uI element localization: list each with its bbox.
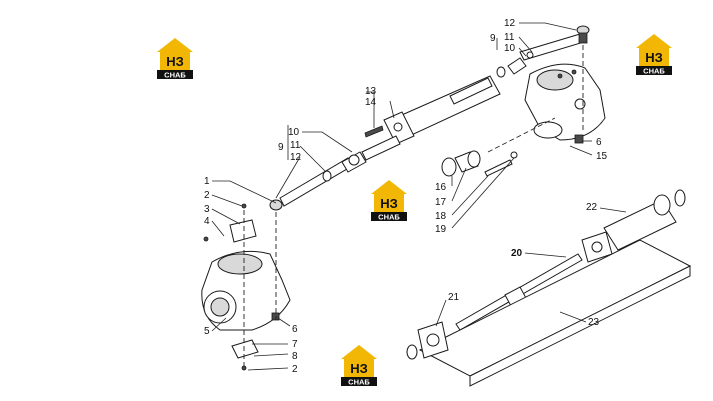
label-13: 13 (365, 86, 377, 97)
logo-center: НЗ СНАБ (371, 180, 407, 222)
leader-lines (211, 22, 627, 371)
logo-letters: НЗ (645, 50, 663, 65)
label-mid-9: 9 (278, 142, 284, 153)
label-mid-12: 12 (290, 152, 302, 163)
lower-assembly (406, 189, 692, 387)
label-left-6: 6 (292, 324, 298, 335)
label-mid-11: 11 (290, 140, 301, 151)
label-upper-9: 9 (490, 33, 496, 44)
label-right-6: 6 (596, 137, 602, 148)
steering-cylinder (361, 75, 501, 161)
label-upper-11: 11 (504, 32, 515, 43)
label-23: 23 (588, 317, 600, 328)
left-steering-knuckle (201, 203, 291, 371)
logo-caption: СНАБ (643, 67, 665, 76)
label-upper-10: 10 (504, 43, 516, 54)
label-3: 3 (204, 204, 210, 215)
label-2-top: 2 (204, 190, 210, 201)
upper-tie-rod (496, 25, 590, 78)
label-1: 1 (204, 176, 210, 187)
label-15: 15 (596, 151, 608, 162)
label-8: 8 (292, 351, 298, 362)
label-22: 22 (586, 202, 598, 213)
logo-letters: НЗ (166, 54, 184, 69)
logo-caption: СНАБ (348, 378, 370, 387)
label-2-bottom: 2 (292, 364, 298, 375)
label-19: 19 (435, 224, 447, 235)
label-18: 18 (435, 211, 447, 222)
logo-letters: НЗ (350, 361, 368, 376)
label-21: 21 (448, 292, 460, 303)
label-20: 20 (511, 248, 523, 259)
bushing-group (441, 150, 518, 177)
label-17: 17 (435, 197, 447, 208)
logo-caption: СНАБ (164, 71, 186, 80)
label-7: 7 (292, 339, 298, 350)
label-16: 16 (435, 182, 447, 193)
label-4: 4 (204, 216, 210, 227)
logo-caption: СНАБ (378, 213, 400, 222)
alignment-axes (243, 45, 584, 366)
logo-left-top: НЗ СНАБ (157, 38, 193, 80)
label-mid-10: 10 (288, 127, 300, 138)
logo-letters: НЗ (380, 196, 398, 211)
middle-tie-rod (269, 151, 367, 211)
part-numbers: 12 9 11 10 13 14 6 15 16 17 18 19 10 9 1… (204, 18, 608, 375)
label-14: 14 (365, 97, 377, 108)
label-5: 5 (204, 326, 210, 337)
logo-right-top: НЗ СНАБ (636, 34, 672, 76)
logo-bottom: НЗ СНАБ (341, 345, 377, 387)
right-steering-knuckle (524, 63, 606, 144)
label-upper-12: 12 (504, 18, 516, 29)
